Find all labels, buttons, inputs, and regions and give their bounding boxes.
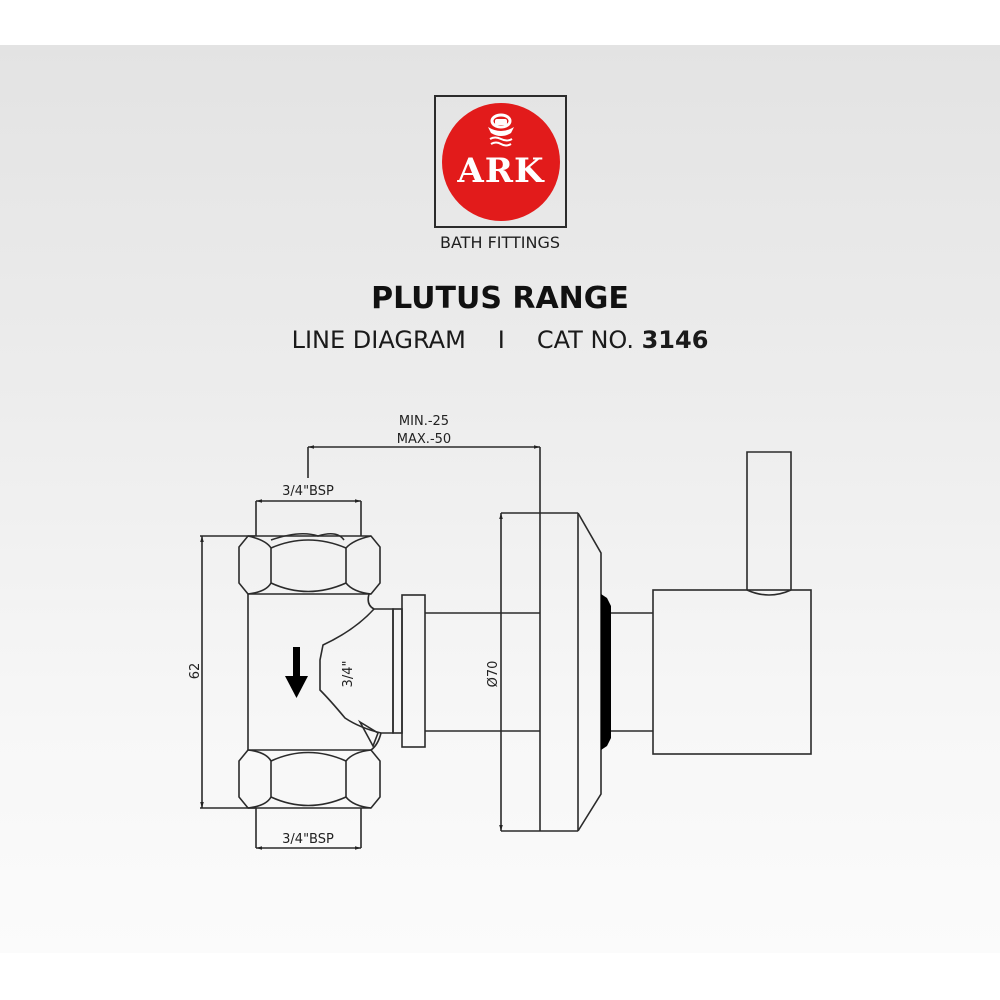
flange-diameter-label: Ø70 — [486, 661, 501, 688]
max-depth-label: MAX.-50 — [397, 432, 451, 447]
inlet-bottom-dimension — [255, 808, 362, 850]
handle-lever — [746, 451, 792, 596]
min-depth-label: MIN.-25 — [399, 414, 449, 429]
wall-depth-dimension — [307, 445, 541, 513]
page-title: PLUTUS RANGE — [371, 281, 629, 316]
wall-flange — [501, 512, 602, 832]
inlet-bottom-label: 3/4"BSP — [282, 832, 334, 847]
brand-tagline: BATH FITTINGS — [440, 233, 560, 252]
gasket-seal — [601, 594, 611, 750]
knob-body — [652, 589, 812, 755]
catalog-label: CAT NO. — [536, 326, 634, 354]
height-dimension — [200, 535, 255, 809]
subtitle-separator: I — [497, 326, 505, 354]
logo-text: ARK — [457, 151, 545, 191]
spindle — [611, 612, 653, 732]
diagram-type-label: LINE DIAGRAM — [291, 326, 466, 354]
logo-circle: ARK — [442, 103, 560, 221]
bottom-hex-nut — [238, 749, 381, 809]
ark-emblem-icon — [488, 113, 514, 147]
down-arrow-icon — [285, 647, 308, 698]
brand-logo: ARK — [434, 95, 567, 228]
inlet-top-dimension — [255, 499, 362, 536]
page-subtitle: LINE DIAGRAM I CAT NO. 3146 — [0, 326, 1000, 354]
valve-body — [247, 593, 540, 751]
inlet-top-label: 3/4"BSP — [282, 484, 334, 499]
catalog-number: 3146 — [641, 326, 709, 354]
body-port-label: 3/4" — [341, 661, 356, 688]
height-label: 62 — [188, 663, 203, 680]
top-hex-nut — [238, 532, 381, 595]
